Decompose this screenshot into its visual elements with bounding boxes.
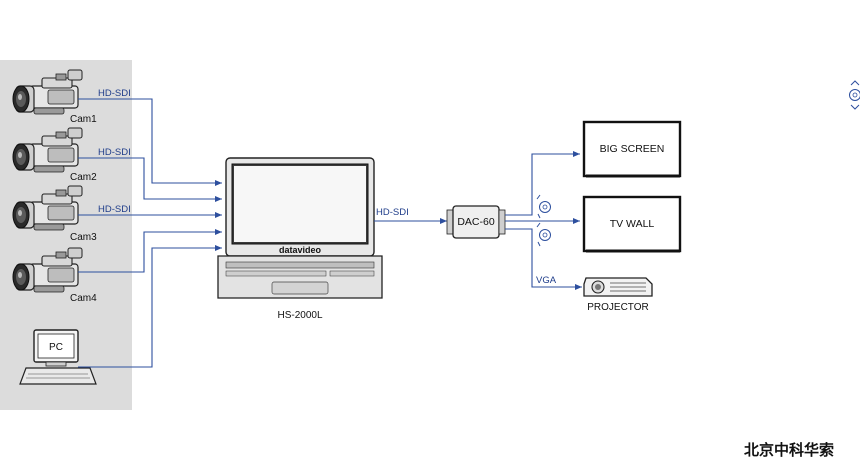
pc-label: PC — [49, 342, 63, 353]
input-connections — [78, 98, 222, 368]
watermark-text: 北京中科华索 — [744, 441, 834, 459]
switcher-name: HS-2000L — [277, 310, 322, 321]
connector-icon — [849, 80, 860, 110]
camera-2-label: Cam2 — [70, 172, 97, 183]
connector-icon — [536, 222, 551, 247]
tv-wall-label: TV WALL — [610, 218, 655, 230]
switcher-laptop: datavideo — [217, 157, 383, 299]
projector-label: PROJECTOR — [587, 302, 649, 313]
converter-label: DAC-60 — [457, 216, 495, 228]
pc-icon: PC — [19, 329, 97, 385]
output-connections — [505, 151, 582, 290]
camera-4-label: Cam4 — [70, 293, 97, 304]
cam1-signal-label: HD-SDI — [98, 88, 131, 99]
connector-icon — [536, 194, 551, 219]
switcher-brand-logo: datavideo — [279, 245, 322, 255]
camera-3-label: Cam3 — [70, 232, 97, 243]
converter-box: DAC-60 — [446, 205, 506, 239]
cam3-signal-label: HD-SDI — [98, 204, 131, 215]
camera-1-label: Cam1 — [70, 114, 97, 125]
big-screen-display: BIG SCREEN — [582, 120, 682, 178]
projector-signal-label: VGA — [536, 275, 557, 286]
projector-icon — [583, 277, 653, 297]
big-screen-label: BIG SCREEN — [600, 143, 665, 155]
switcher-output-signal: HD-SDI — [376, 207, 409, 218]
tv-wall-display: TV WALL — [582, 195, 682, 253]
cam2-signal-label: HD-SDI — [98, 147, 131, 158]
